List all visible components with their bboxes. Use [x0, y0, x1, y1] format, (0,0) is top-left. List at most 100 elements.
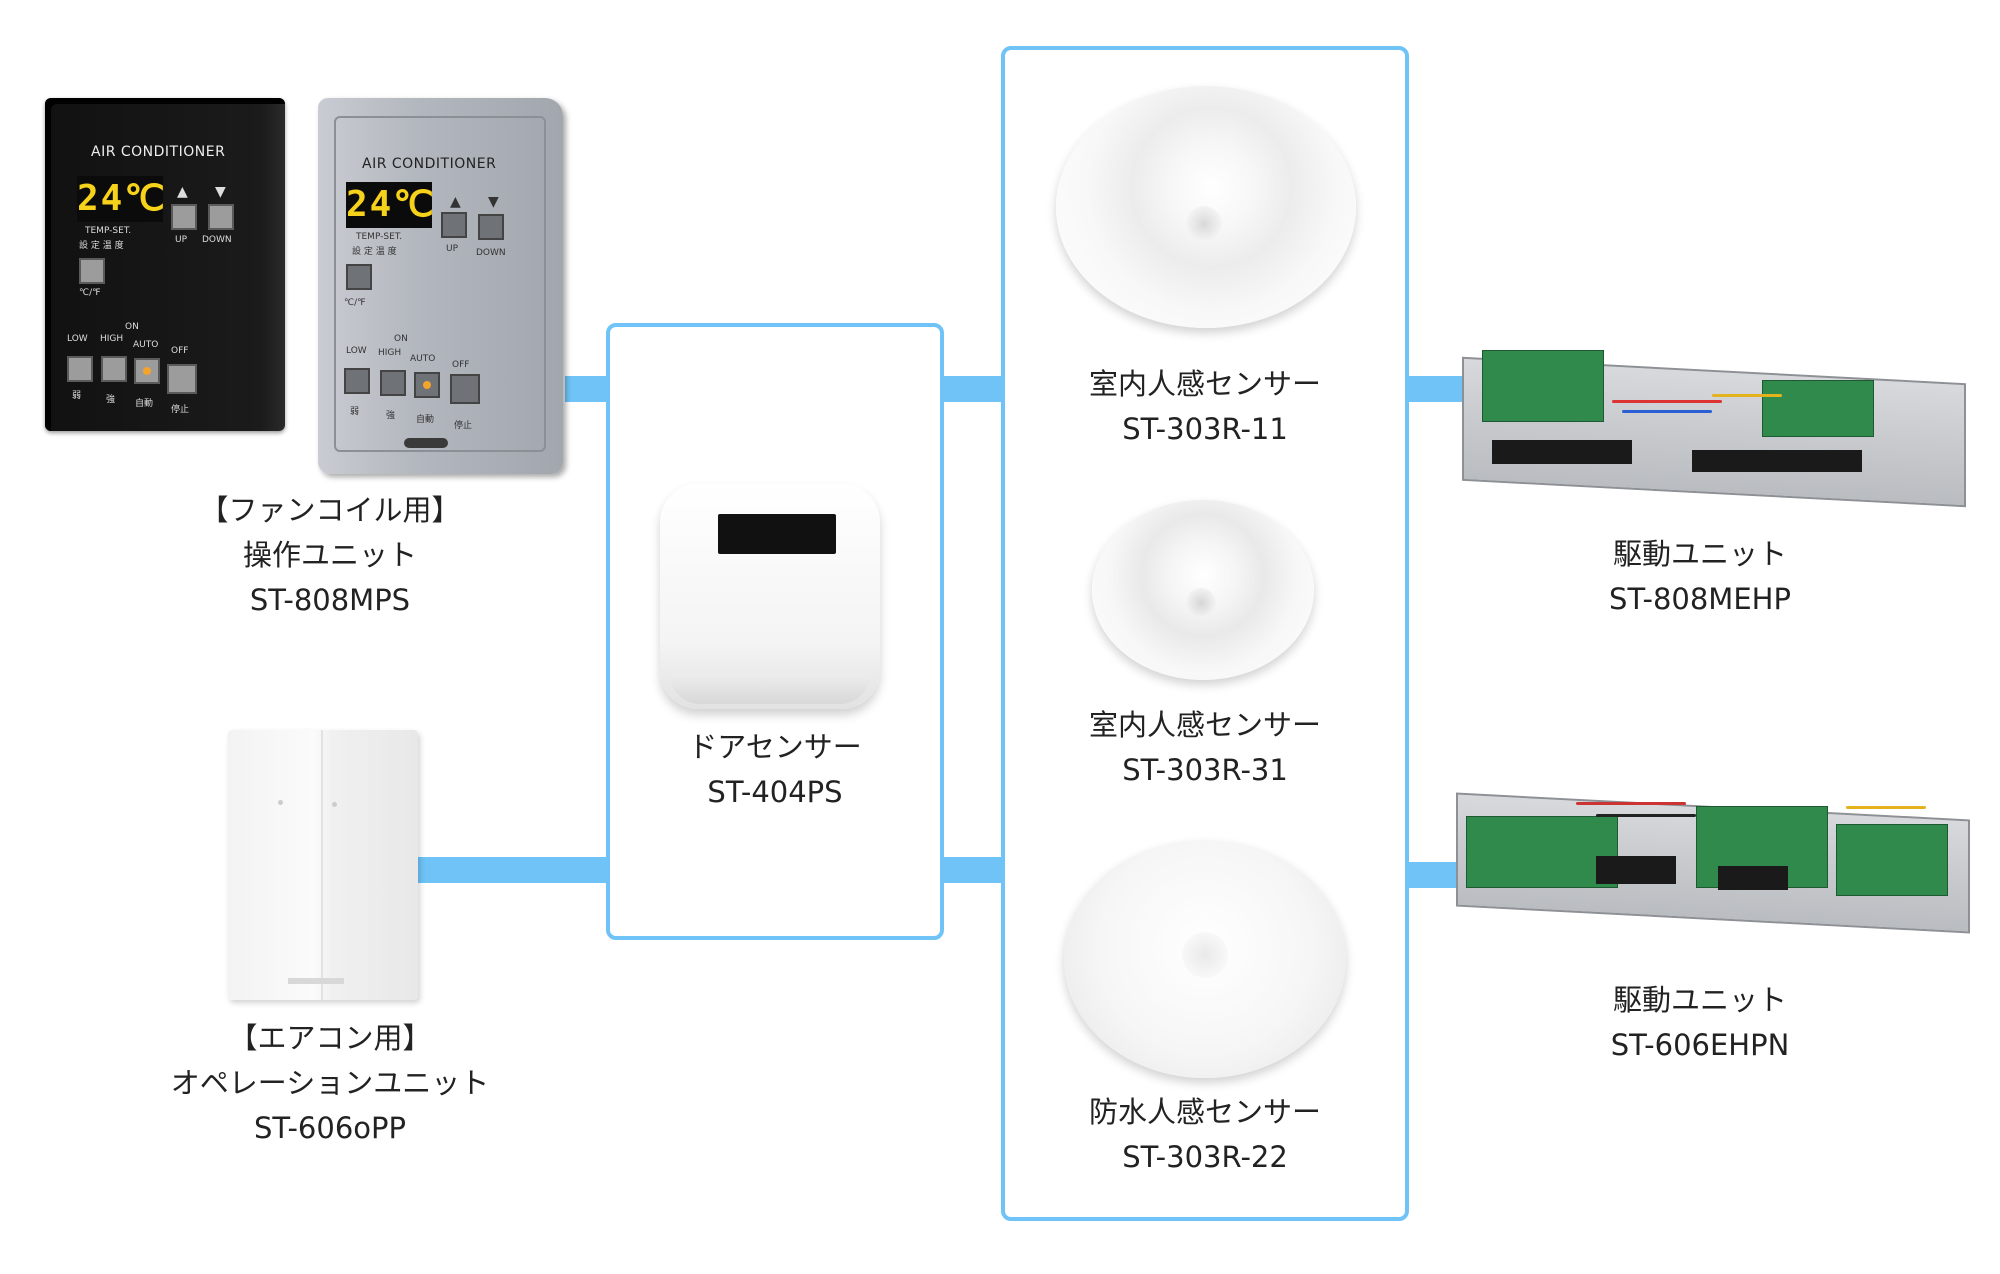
- sensor-1-label: 室内人感センサー ST-303R-11: [1005, 362, 1405, 452]
- unit-toggle-label: ℃/℉: [344, 298, 366, 308]
- panel-title: AIR CONDITIONER: [91, 144, 226, 160]
- drive-unit-1-wire-blue: [1622, 410, 1712, 413]
- high-button[interactable]: [380, 370, 406, 396]
- down-arrow-icon: ▼: [215, 184, 226, 200]
- off-label: OFF: [452, 360, 470, 370]
- sensor-1-device: [1056, 86, 1356, 328]
- off-button[interactable]: [167, 364, 197, 394]
- door-sensor-device: [660, 484, 880, 709]
- drive-unit-1-terminal-left: [1492, 440, 1632, 464]
- up-label: UP: [175, 235, 188, 245]
- drive-unit-1-terminal-right: [1692, 450, 1862, 472]
- auto-led: [143, 367, 151, 375]
- sensor-1-lens: [1186, 206, 1222, 242]
- auto-button[interactable]: [134, 358, 160, 384]
- fancoil-panel-black: AIR CONDITIONER 24℃ ▲ ▼ UP DOWN TEMP-SET…: [45, 98, 285, 431]
- automatic-label: 自動: [135, 399, 154, 409]
- operation-unit-model: ST-606oPP: [254, 1111, 406, 1145]
- drive-unit-2-pcb-left: [1466, 816, 1618, 888]
- sensor-3-device: [1064, 840, 1346, 1078]
- drive-unit-1-wire-yellow: [1712, 394, 1782, 397]
- on-label: ON: [125, 322, 139, 332]
- sensor-2-label: 室内人感センサー ST-303R-31: [1005, 703, 1405, 793]
- panel-title: AIR CONDITIONER: [362, 156, 497, 172]
- high-button[interactable]: [101, 356, 127, 382]
- bottom-slot: [288, 978, 344, 984]
- sensor-2-lens: [1186, 588, 1216, 618]
- high-label: HIGH: [100, 334, 124, 344]
- temp-set-label: TEMP-SET.: [85, 226, 132, 236]
- drive-unit-2-device: [1456, 736, 1986, 966]
- fancoil-unit-label: 【ファンコイル用】 操作ユニット ST-808MPS: [150, 488, 510, 623]
- down-label: DOWN: [476, 248, 506, 258]
- switch-dot-right: [332, 802, 337, 807]
- low-label: LOW: [67, 334, 88, 344]
- operation-unit-label: 【エアコン用】 オペレーションユニット ST-606oPP: [130, 1016, 530, 1151]
- sensor-3-name: 防水人感センサー: [1088, 1095, 1321, 1129]
- low-button[interactable]: [344, 368, 370, 394]
- sensor-3-lens: [1182, 932, 1228, 978]
- operation-unit-device: [228, 730, 418, 1000]
- unit-toggle-button[interactable]: [79, 258, 105, 284]
- drive-unit-1-wire-red: [1612, 400, 1722, 403]
- drive-unit-1-device: [1462, 310, 1982, 540]
- drive-unit-2-model: ST-606EHPN: [1610, 1028, 1790, 1062]
- on-label: ON: [394, 334, 408, 344]
- status-led-strip: [404, 438, 448, 448]
- unit-toggle-button[interactable]: [346, 264, 372, 290]
- automatic-label: 自動: [416, 415, 435, 425]
- stop-label: 停止: [171, 405, 190, 415]
- drive-unit-2-terminal-left: [1596, 856, 1676, 884]
- drive-unit-1-model: ST-808MEHP: [1609, 582, 1791, 616]
- operation-unit-category: 【エアコン用】: [228, 1021, 432, 1055]
- off-button[interactable]: [450, 374, 480, 404]
- drive-unit-1-pcb-right: [1762, 380, 1874, 437]
- connector-door-to-sensors-bottom: [940, 857, 1005, 883]
- switch-dot-left: [278, 800, 283, 805]
- auto-button[interactable]: [414, 372, 440, 398]
- drive-unit-2-wire-black: [1596, 814, 1696, 817]
- auto-label: AUTO: [410, 354, 436, 364]
- center-seam: [321, 730, 323, 1000]
- door-sensor-base: [670, 674, 870, 704]
- sensor-1-name: 室内人感センサー: [1088, 367, 1321, 401]
- sensor-2-device: [1092, 500, 1314, 680]
- fancoil-model: ST-808MPS: [249, 583, 411, 617]
- drive-unit-2-name: 駆動ユニット: [1612, 983, 1787, 1017]
- operation-unit-name: オペレーションユニット: [170, 1066, 490, 1100]
- strong-label: 強: [386, 411, 396, 421]
- low-button[interactable]: [67, 356, 93, 382]
- up-button[interactable]: [441, 212, 467, 238]
- drive-unit-2-label: 駆動ユニット ST-606EHPN: [1500, 978, 1900, 1068]
- sensor-3-label: 防水人感センサー ST-303R-22: [1005, 1090, 1405, 1180]
- connector-opunit-to-door: [418, 857, 610, 883]
- connector-sensors-to-drive-top: [1405, 376, 1463, 402]
- up-button[interactable]: [171, 204, 197, 230]
- door-sensor-name: ドアセンサー: [688, 730, 862, 764]
- drive-unit-1-pcb-left: [1482, 350, 1604, 422]
- sensor-2-model: ST-303R-31: [1122, 753, 1288, 787]
- connector-sensors-to-drive-bottom: [1405, 862, 1463, 888]
- door-sensor-label: ドアセンサー ST-404PS: [606, 725, 944, 815]
- unit-toggle-label: ℃/℉: [79, 288, 101, 298]
- up-arrow-icon: ▲: [177, 184, 188, 200]
- high-label: HIGH: [378, 348, 402, 358]
- down-arrow-icon: ▼: [488, 194, 499, 210]
- door-sensor-window: [718, 514, 836, 554]
- panel-inner-frame: [334, 116, 546, 452]
- drive-unit-1-name: 駆動ユニット: [1612, 537, 1787, 571]
- temp-set-jp-label: 設 定 温 度: [79, 241, 124, 251]
- stop-label: 停止: [454, 421, 473, 431]
- strong-label: 強: [106, 395, 116, 405]
- sensor-2-name: 室内人感センサー: [1088, 708, 1321, 742]
- temperature-display: 24℃: [346, 182, 434, 228]
- up-arrow-icon: ▲: [450, 194, 461, 210]
- down-button[interactable]: [208, 204, 234, 230]
- drive-unit-2-wire-red: [1576, 802, 1686, 805]
- weak-label: 弱: [350, 407, 360, 417]
- down-button[interactable]: [478, 214, 504, 240]
- drive-unit-2-pcb-right: [1836, 824, 1948, 896]
- sensor-3-model: ST-303R-22: [1122, 1140, 1288, 1174]
- door-sensor-model: ST-404PS: [707, 775, 843, 809]
- fancoil-name: 操作ユニット: [242, 538, 417, 572]
